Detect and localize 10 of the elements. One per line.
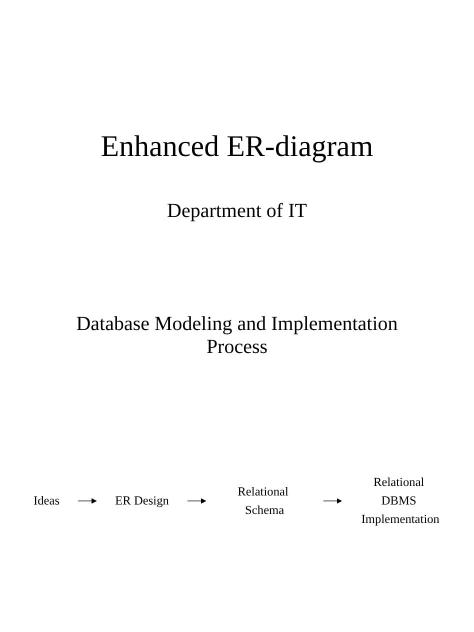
node-text: Relational DBMS Implementation xyxy=(361,475,440,526)
subtitle: Department of IT xyxy=(167,200,307,223)
section-heading: Database Modeling and Implementation Process xyxy=(75,313,399,359)
node-text: Ideas xyxy=(33,494,60,508)
node-text: Relational Schema xyxy=(238,484,288,517)
node-text: ER Design xyxy=(115,494,169,508)
arrow xyxy=(78,498,97,504)
arrow xyxy=(322,498,342,504)
title: Enhanced ER-diagram xyxy=(100,130,374,164)
arrow xyxy=(187,498,206,504)
